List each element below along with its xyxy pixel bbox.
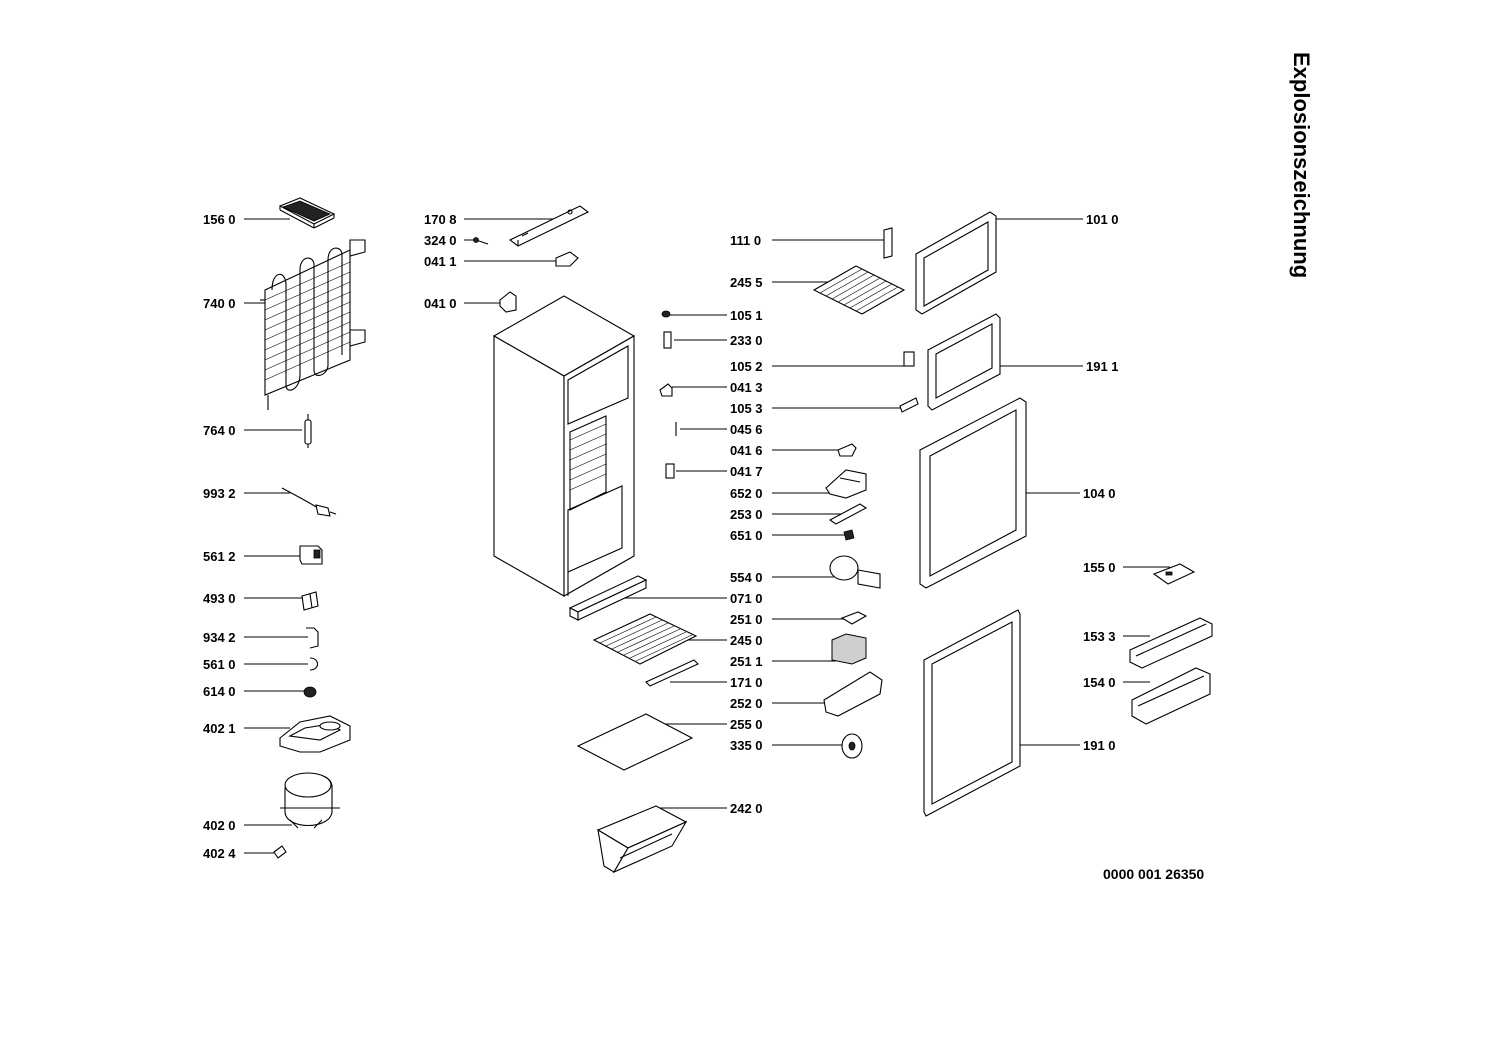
part-label-561-2: 561 2 [203, 549, 236, 564]
wire-clip-part [306, 627, 319, 649]
condenser-coil-part [260, 239, 366, 410]
part-label-335-0: 335 0 [730, 738, 763, 753]
grommet-part [303, 686, 317, 698]
part-label-253-0: 253 0 [730, 507, 763, 522]
part-label-191-0: 191 0 [1083, 738, 1116, 753]
part-label-764-0: 764 0 [203, 423, 236, 438]
capacitor-part [301, 591, 319, 611]
compressor-clip-part [273, 845, 287, 859]
part-label-041-1: 041 1 [424, 254, 457, 269]
part-label-740-0: 740 0 [203, 296, 236, 311]
door-shelf-lower-part [1131, 667, 1211, 725]
part-label-251-0: 251 0 [730, 612, 763, 627]
part-label-934-2: 934 2 [203, 630, 236, 645]
glass-shelf-part [576, 713, 694, 771]
fridge-door-part [919, 397, 1027, 589]
part-label-170-8: 170 8 [424, 212, 457, 227]
part-label-614-0: 614 0 [203, 684, 236, 699]
ice-tray-part [278, 197, 336, 229]
part-label-153-3: 153 3 [1083, 629, 1116, 644]
diagram-title: Explosionszeichnung [1289, 52, 1314, 278]
relay-part [299, 545, 323, 565]
part-label-104-0: 104 0 [1083, 486, 1116, 501]
right-column-labels: 101 0 191 1 104 0 155 0 153 3 154 0 191 … [990, 212, 1170, 753]
part-label-041-6: 041 6 [730, 443, 763, 458]
part-label-101-0: 101 0 [1086, 212, 1119, 227]
cabinet-body-part [492, 295, 636, 597]
part-label-242-0: 242 0 [730, 801, 763, 816]
part-label-252-0: 252 0 [730, 696, 763, 711]
top-cover-part [508, 205, 590, 247]
part-label-154-0: 154 0 [1083, 675, 1116, 690]
part-label-041-7: 041 7 [730, 464, 763, 479]
top-hinge-part [555, 251, 579, 267]
strip-part [645, 659, 699, 687]
part-label-402-4: 402 4 [203, 846, 236, 861]
freezer-door-part [915, 211, 997, 315]
part-label-993-2: 993 2 [203, 486, 236, 501]
part-label-402-0: 402 0 [203, 818, 236, 833]
part-label-251-1: 251 1 [730, 654, 763, 669]
part-label-105-1: 105 1 [730, 308, 763, 323]
compressor-part [280, 772, 340, 829]
part-label-324-0: 324 0 [424, 233, 457, 248]
part-label-105-2: 105 2 [730, 359, 763, 374]
part-label-191-1: 191 1 [1086, 359, 1119, 374]
crisper-drawer-part [596, 805, 688, 874]
part-label-041-3: 041 3 [730, 380, 763, 395]
part-label-105-3: 105 3 [730, 401, 763, 416]
part-label-171-0: 171 0 [730, 675, 763, 690]
part-label-156-0: 156 0 [203, 212, 236, 227]
butter-cover-part [1152, 563, 1196, 585]
part-label-245-0: 245 0 [730, 633, 763, 648]
part-label-045-6: 045 6 [730, 422, 763, 437]
part-label-493-0: 493 0 [203, 591, 236, 606]
part-label-155-0: 155 0 [1083, 560, 1116, 575]
small-parts-center [659, 227, 919, 759]
part-label-402-1: 402 1 [203, 721, 236, 736]
part-label-111-0: 111 0 [730, 233, 761, 248]
center-column-labels: 111 0 245 5 105 1 233 0 105 2 041 3 105 … [600, 233, 904, 816]
power-cable-part [281, 487, 337, 517]
document-number: 0000 001 26350 [1103, 866, 1204, 882]
part-label-554-0: 554 0 [730, 570, 763, 585]
front-bar-part [568, 575, 648, 621]
part-label-233-0: 233 0 [730, 333, 763, 348]
screw-part [473, 237, 489, 245]
compressor-tray-part [279, 715, 351, 753]
hinge-part [499, 291, 517, 313]
center-left-labels: 170 8 324 0 041 1 041 0 [424, 212, 560, 311]
part-label-651-0: 651 0 [730, 528, 763, 543]
part-label-255-0: 255 0 [730, 717, 763, 732]
door-shelf-upper-part [1129, 617, 1213, 669]
part-label-071-0: 071 0 [730, 591, 763, 606]
part-label-245-5: 245 5 [730, 275, 763, 290]
filter-drier-part [304, 414, 312, 448]
part-label-041-0: 041 0 [424, 296, 457, 311]
clip-part [309, 657, 319, 671]
part-label-561-0: 561 0 [203, 657, 236, 672]
wire-shelf-lower-part [592, 613, 698, 665]
fridge-gasket-part [923, 609, 1021, 817]
part-label-652-0: 652 0 [730, 486, 763, 501]
freezer-gasket-part [927, 313, 1001, 411]
left-column-labels: 156 0 740 0 764 0 993 2 561 2 493 0 934 … [203, 212, 308, 861]
